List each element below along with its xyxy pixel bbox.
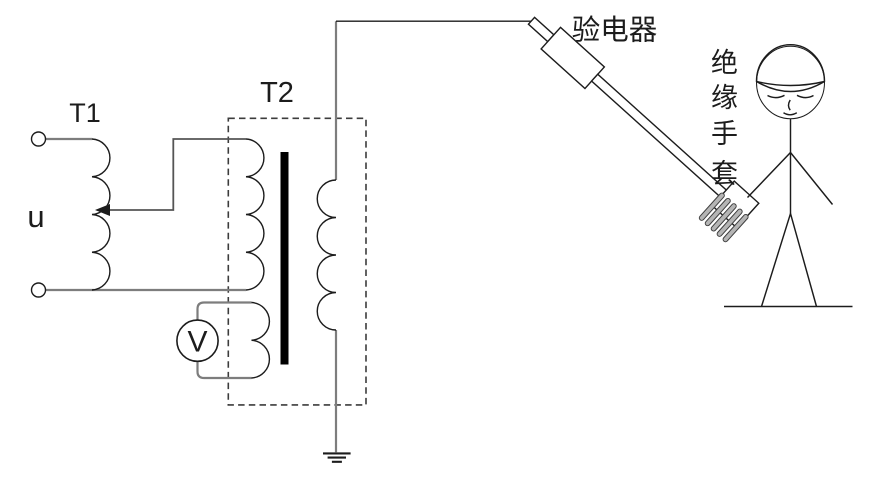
label-t2: T2 — [260, 77, 294, 109]
glove-label-char: 套 — [711, 159, 738, 189]
label-detector: 验电器 — [572, 15, 658, 47]
glove-finger-stripe — [722, 213, 749, 243]
glove-finger-stripe — [716, 208, 743, 237]
electroscope — [527, 16, 760, 243]
voltmeter-top-wire — [196, 301, 252, 321]
label-source-voltage: u — [27, 199, 44, 234]
arms — [746, 151, 834, 205]
iron-core — [280, 152, 289, 365]
glove-finger-stripe — [704, 197, 731, 227]
glove-label-char: 手 — [711, 119, 738, 149]
label-insulating-gloves: 绝 缘 手 套 — [711, 48, 738, 189]
nose — [787, 99, 791, 111]
worker-figure — [724, 44, 853, 308]
tap-wire-line — [110, 138, 246, 211]
head — [756, 45, 825, 120]
gloved-hand-grip — [698, 192, 749, 243]
ground-symbol-icon — [323, 452, 351, 463]
transformer-t1 — [30, 131, 111, 298]
safety-helmet-icon — [755, 44, 826, 93]
voltmeter-dial — [176, 319, 219, 363]
glove-finger-stripe — [710, 203, 737, 232]
label-t1: T1 — [69, 98, 101, 128]
terminal-top — [30, 131, 47, 147]
glove-label-char: 绝 — [711, 48, 738, 78]
left-eye — [767, 94, 785, 99]
t2-dashed-enclosure — [227, 117, 367, 406]
label-voltmeter: V — [187, 325, 207, 358]
legs — [760, 210, 818, 307]
voltmeter-winding-coil — [251, 301, 271, 379]
helmet-brim-line — [756, 80, 825, 87]
right-eye — [796, 94, 814, 99]
transformer-t2 — [245, 138, 337, 379]
terminal-bottom — [30, 282, 47, 298]
labels: T1 T2 u V 验电器 绝 缘 手 套 — [27, 15, 738, 359]
t1-coil — [91, 138, 111, 291]
connection-wires — [45, 21, 338, 453]
mouth — [783, 112, 798, 116]
voltmeter-bottom-wire — [196, 361, 252, 380]
component-lines — [30, 16, 853, 463]
t2-primary-coil — [245, 138, 265, 291]
glove-label-char: 缘 — [711, 83, 738, 113]
glove-finger-stripe — [698, 192, 725, 221]
face — [767, 94, 814, 116]
t2-secondary-coil — [316, 179, 337, 331]
